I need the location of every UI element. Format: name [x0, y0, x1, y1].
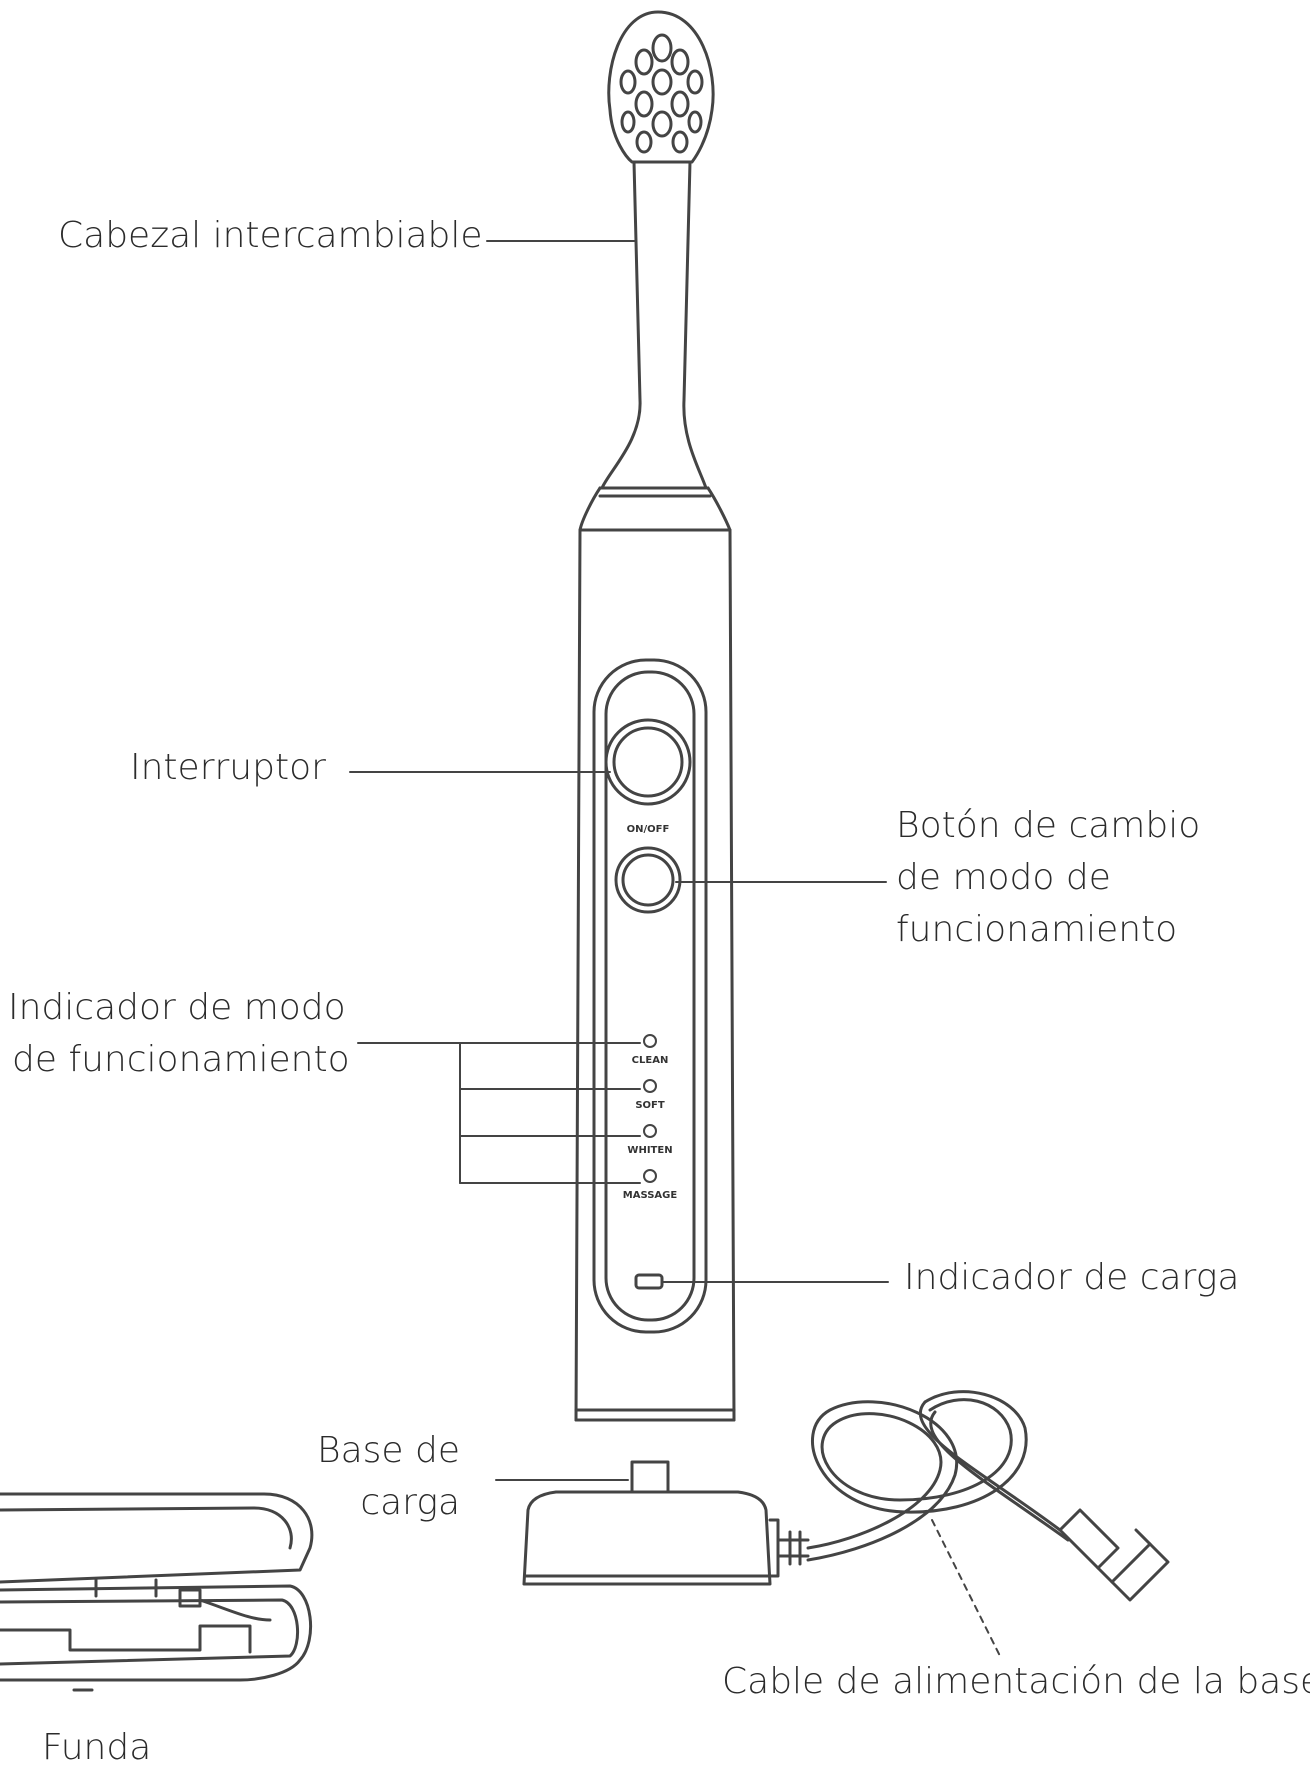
label-mode-button-line1: Botón de cambio — [896, 805, 1201, 846]
mode-whiten-text: WHITEN — [627, 1145, 672, 1156]
label-case: Funda — [42, 1727, 152, 1768]
power-button-graphic — [604, 718, 692, 806]
mode-leds — [643, 1034, 657, 1183]
charging-base-graphic — [522, 1460, 810, 1586]
label-head: Cabezal intercambiable — [58, 215, 483, 256]
mode-button-graphic — [614, 846, 682, 914]
brush-head — [607, 10, 715, 164]
label-charging-base-line2: carga — [360, 1482, 460, 1523]
leader-lines — [349, 240, 1001, 1657]
control-panel — [592, 658, 708, 1334]
label-charging-base: Base de carga — [310, 1425, 460, 1529]
label-mode-indicator-line2: de funcionamiento — [12, 1039, 350, 1080]
mode-clean-text: CLEAN — [632, 1055, 669, 1066]
mode-soft-text: SOFT — [635, 1100, 665, 1111]
label-mode-button-line3: funcionamiento — [896, 909, 1178, 950]
label-mode-button: Botón de cambio de modo de funcionamient… — [896, 800, 1200, 956]
power-cable-graphic — [806, 1390, 1170, 1602]
label-switch: Interruptor — [130, 747, 326, 788]
label-mode-indicator: Indicador de modo de funcionamiento — [8, 982, 350, 1086]
charge-led — [634, 1273, 664, 1290]
brush-neck — [598, 160, 712, 498]
handle-body — [574, 486, 736, 1422]
mode-massage-text: MASSAGE — [623, 1190, 678, 1201]
label-charging-base-line1: Base de — [317, 1430, 460, 1471]
label-mode-indicator-line1: Indicador de modo — [8, 987, 346, 1028]
label-mode-button-line2: de modo de — [896, 857, 1111, 898]
label-cable: Cable de alimentación de la base — [722, 1661, 1310, 1702]
onoff-text: ON/OFF — [627, 824, 670, 835]
label-charge-indicator: Indicador de carga — [904, 1257, 1240, 1298]
travel-case-graphic — [0, 1492, 314, 1692]
